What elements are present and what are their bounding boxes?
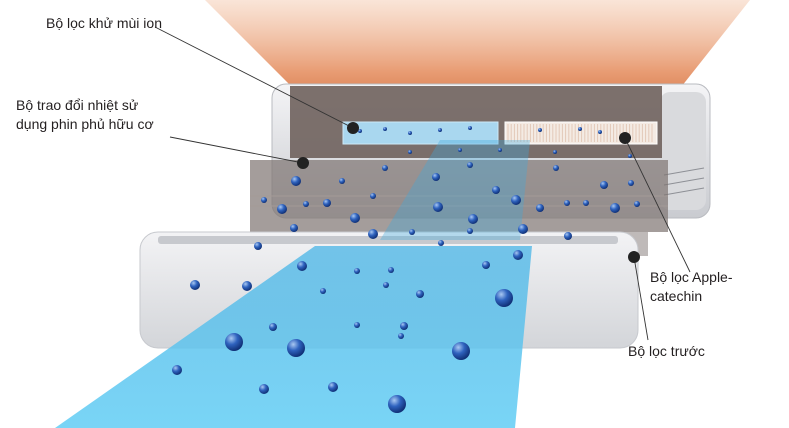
air-particle [467, 162, 473, 168]
cool-air-inner-stream [380, 140, 530, 240]
air-particle [518, 224, 528, 234]
air-particle [482, 261, 490, 269]
air-particle [328, 382, 338, 392]
marker-pre-filter [628, 251, 640, 263]
air-particle [287, 339, 305, 357]
air-particle [408, 131, 412, 135]
air-particle [354, 322, 360, 328]
air-particle [254, 242, 262, 250]
label-heat-exchanger: Bộ trao đổi nhiệt sử dụng phin phủ hữu c… [16, 97, 154, 132]
air-particle [400, 322, 408, 330]
air-particle [628, 180, 634, 186]
air-particle [225, 333, 243, 351]
air-particle [432, 173, 440, 181]
air-particle [564, 232, 572, 240]
air-particle [416, 290, 424, 298]
air-particle [303, 201, 309, 207]
air-particle [578, 127, 582, 131]
air-particle [468, 126, 472, 130]
air-particle [458, 148, 462, 152]
air-particle [553, 150, 557, 154]
air-particle [536, 204, 544, 212]
air-particle [383, 282, 389, 288]
air-particle [370, 193, 376, 199]
marker-apple-catechin [619, 132, 631, 144]
air-particle [323, 199, 331, 207]
air-particle [538, 128, 542, 132]
air-particle [467, 228, 473, 234]
air-particle [438, 128, 442, 132]
air-particle [438, 240, 444, 246]
air-particle [511, 195, 521, 205]
label-ion-filter: Bộ lọc khử mùi ion [46, 15, 162, 31]
air-particle [269, 323, 277, 331]
marker-heat-exchanger [297, 157, 309, 169]
air-particle [408, 150, 412, 154]
label-pre-filter: Bộ lọc trước [628, 343, 705, 359]
air-particle [388, 267, 394, 273]
air-particle [350, 213, 360, 223]
leader-line-pre-filter [633, 256, 649, 341]
vent-line [663, 187, 705, 196]
air-particle [261, 197, 267, 203]
housing-side-vent [660, 92, 706, 210]
air-particle [564, 200, 570, 206]
marker-ion-filter [347, 122, 359, 134]
air-particle [290, 224, 298, 232]
air-particle [291, 176, 301, 186]
air-particle [398, 333, 404, 339]
air-particle [583, 200, 589, 206]
ion-deodorizing-filter [342, 121, 499, 145]
air-particle [498, 148, 502, 152]
air-particle [433, 202, 443, 212]
air-particle [600, 181, 608, 189]
air-particle [320, 288, 326, 294]
air-particle [553, 165, 559, 171]
air-particle [172, 365, 182, 375]
air-particle [598, 130, 602, 134]
front-panel-grille [158, 236, 618, 244]
air-particle [354, 268, 360, 274]
air-particle [339, 178, 345, 184]
air-particle [383, 127, 387, 131]
air-particle [388, 395, 406, 413]
air-particles [172, 126, 640, 413]
air-particle [409, 229, 415, 235]
air-particle [492, 186, 500, 194]
air-particle [468, 214, 478, 224]
air-particle [634, 201, 640, 207]
air-particle [628, 154, 632, 158]
air-particle [259, 384, 269, 394]
vent-line [663, 167, 705, 176]
air-particle [242, 281, 252, 291]
leader-line-ion-filter [154, 26, 354, 129]
air-particle [513, 250, 523, 260]
air-particle [190, 280, 200, 290]
leader-line-apple-catechin [624, 137, 691, 273]
air-particle [382, 165, 388, 171]
air-particle [495, 289, 513, 307]
cool-air-outflow [55, 246, 532, 428]
air-particle [368, 229, 378, 239]
filter-stripes [507, 124, 653, 142]
leader-line-heat-exchanger [169, 136, 304, 164]
label-apple-catechin: Bộ lọc Apple- catechin [650, 269, 733, 304]
air-particle [452, 342, 470, 360]
air-particle [297, 261, 307, 271]
air-particle [610, 203, 620, 213]
air-particle [358, 129, 362, 133]
vent-line [663, 177, 705, 186]
air-particle [277, 204, 287, 214]
